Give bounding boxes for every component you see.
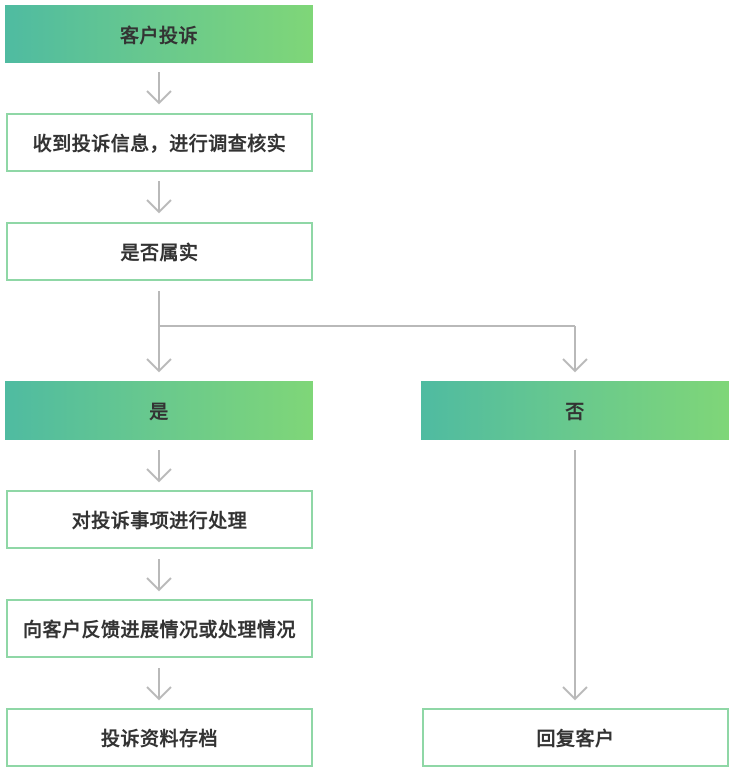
- arrow-yes-to-handle: [146, 450, 172, 483]
- step-feedback: 向客户反馈进展情况或处理情况: [6, 599, 313, 658]
- step-verify: 是否属实: [6, 222, 313, 281]
- step-feedback-label: 向客户反馈进展情况或处理情况: [22, 619, 296, 641]
- arrow-feedback-to-archive: [146, 668, 172, 701]
- step-reply-label: 回复客户: [536, 728, 615, 750]
- step-verify-label: 是否属实: [120, 242, 199, 264]
- branch-yes: 是: [5, 381, 313, 440]
- branch-yes-label: 是: [149, 401, 169, 423]
- branch-no: 否: [421, 381, 729, 440]
- arrow-investigate-to-verify: [146, 181, 172, 214]
- step-reply: 回复客户: [422, 708, 729, 767]
- step-handle-label: 对投诉事项进行处理: [71, 510, 248, 532]
- arrow-complaint-to-investigate: [146, 72, 172, 105]
- arrow-handle-to-feedback: [146, 559, 172, 592]
- split-connector: [146, 291, 588, 373]
- step-handle: 对投诉事项进行处理: [6, 490, 313, 549]
- step-complaint-label: 客户投诉: [119, 24, 198, 47]
- step-complaint: 客户投诉: [5, 5, 313, 63]
- step-archive-label: 投诉资料存档: [100, 728, 218, 750]
- arrow-no-to-reply: [562, 450, 588, 701]
- step-archive: 投诉资料存档: [6, 708, 313, 767]
- step-investigate-label: 收到投诉信息，进行调查核实: [32, 133, 287, 155]
- branch-no-label: 否: [565, 401, 585, 423]
- step-investigate: 收到投诉信息，进行调查核实: [6, 113, 313, 172]
